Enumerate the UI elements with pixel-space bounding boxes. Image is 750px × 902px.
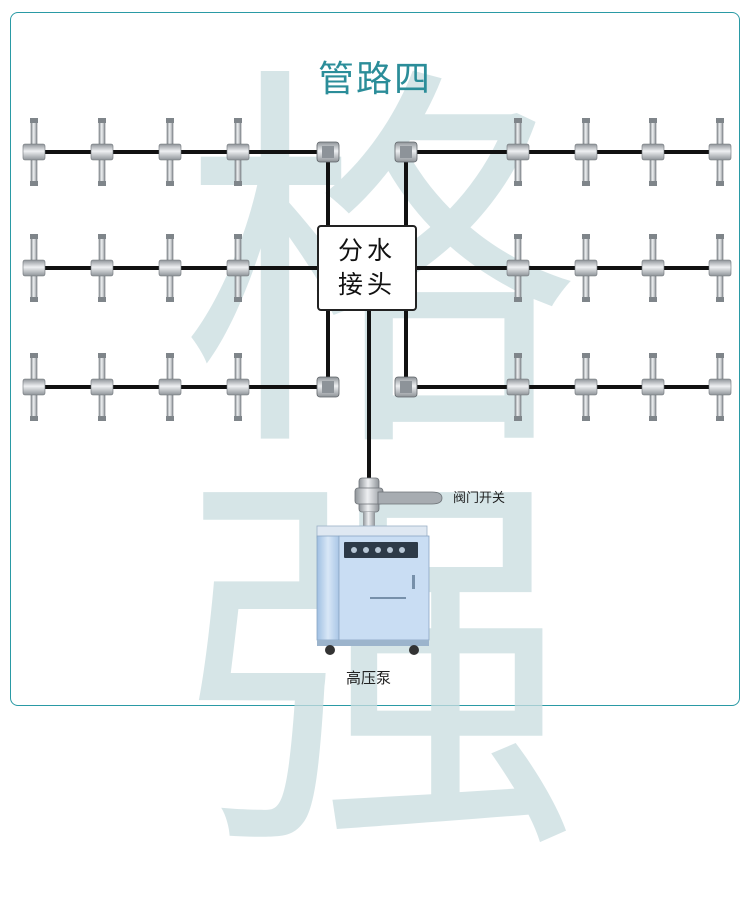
page-title: 管路四 (317, 59, 432, 100)
hub-label-line2: 接头 (337, 270, 396, 299)
nozzle-icon (22, 352, 46, 422)
nozzle-icon (641, 117, 665, 187)
nozzle-icon (574, 233, 598, 303)
nozzle-icon (226, 117, 250, 187)
nozzle-icon (158, 233, 182, 303)
nozzle-icon (708, 117, 732, 187)
nozzle-icon (226, 352, 250, 422)
nozzle-icon (158, 352, 182, 422)
pipe-network (34, 150, 720, 528)
nozzle-icon (226, 233, 250, 303)
nozzle-icon (90, 117, 114, 187)
nozzle-icon (22, 117, 46, 187)
pipe-diagram (22, 117, 732, 655)
nozzle-icon (90, 352, 114, 422)
nozzle-icon (641, 352, 665, 422)
pipe-left-top (34, 150, 330, 238)
nozzle-icon (158, 117, 182, 187)
pipe-right-bottom (404, 308, 720, 389)
water-distributor-box: 分水 接头 (317, 225, 417, 311)
hub-label-line1: 分水 (337, 236, 396, 265)
high-pressure-pump-icon (316, 525, 430, 655)
pump-label: 高压泵 (346, 669, 392, 687)
elbow-fitting-icon (394, 141, 418, 163)
nozzle-icon (574, 352, 598, 422)
nozzle-icon (506, 117, 530, 187)
pipe-right-top (404, 150, 720, 238)
nozzle-icon (708, 233, 732, 303)
nozzle-icon (506, 233, 530, 303)
nozzle-icon (641, 233, 665, 303)
elbow-fitting-icon (394, 376, 418, 398)
pipe-left-bottom (34, 308, 330, 389)
valve-label: 阀门开关 (453, 491, 506, 506)
nozzle-icon (506, 352, 530, 422)
elbow-fitting-icon (316, 376, 340, 398)
ball-valve-icon (354, 477, 443, 530)
elbow-fitting-icon (316, 141, 340, 163)
nozzle-icon (22, 233, 46, 303)
nozzle-icon (574, 117, 598, 187)
nozzle-icon (708, 352, 732, 422)
nozzle-icon (90, 233, 114, 303)
